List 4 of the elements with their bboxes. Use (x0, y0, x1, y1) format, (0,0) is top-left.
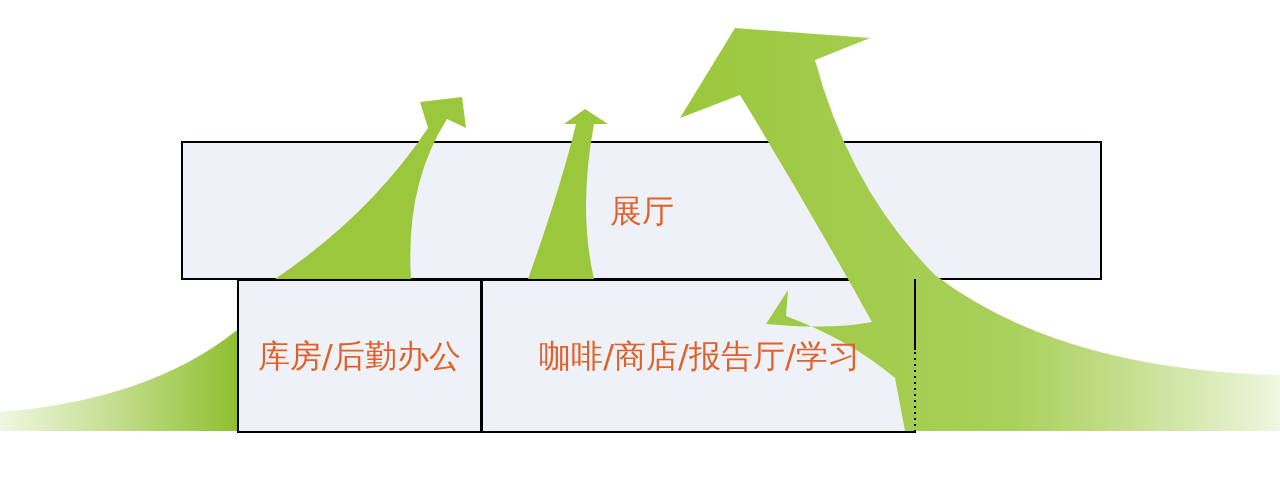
room-box (237, 279, 482, 433)
room-label: 库房/后勤办公 (258, 336, 461, 376)
room-label: 咖啡/商店/报告厅/学习 (539, 336, 860, 376)
room-label: 展厅 (609, 190, 674, 231)
